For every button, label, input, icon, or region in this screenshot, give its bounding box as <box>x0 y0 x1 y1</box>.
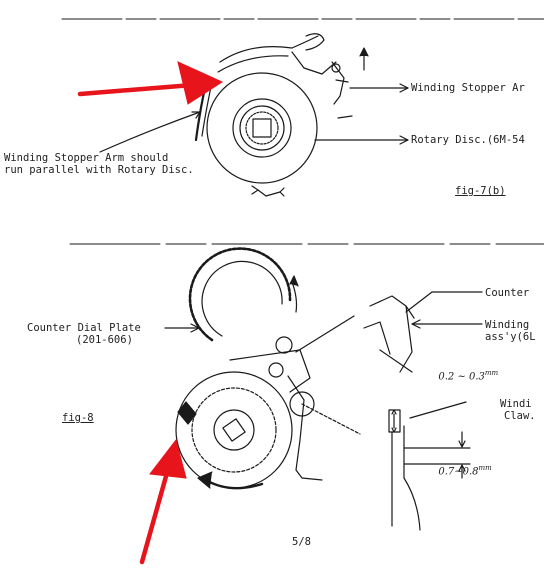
dim-upper: 0.2 ~ 0.3mm <box>438 369 499 383</box>
label-winding-assy: ass'y(6L <box>485 331 536 343</box>
note-parallel-line2: run parallel with Rotary Disc. <box>4 164 194 176</box>
red-arrow-lower <box>139 459 173 565</box>
label-counter: Counter <box>485 287 530 299</box>
red-annotation-arrows <box>77 61 224 565</box>
label-rotary-disc: Rotary Disc.(6M-54 <box>411 134 525 146</box>
page-number: 5/8 <box>292 536 311 548</box>
label-counter-dial-plate: Counter Dial Plate <box>27 322 141 334</box>
fig8-caption: fig-8 <box>62 412 94 424</box>
fig7b-caption: fig-7(b) <box>455 185 506 197</box>
note-parallel-line1: Winding Stopper Arm should <box>4 152 169 164</box>
label-winding-claw: Windi <box>500 398 532 410</box>
label-winding: Winding <box>485 319 530 331</box>
label-winding-stopper-arm: Winding Stopper Ar <box>411 82 525 94</box>
fig7b-mechanism <box>61 18 544 197</box>
label-claw: Claw. <box>504 410 536 422</box>
dim-lower-unit: mm <box>478 464 492 472</box>
dim-lower: 0.7~0.8mm <box>438 464 492 478</box>
dim-upper-unit: mm <box>484 369 499 377</box>
label-counter-dial-plate-part: (201-606) <box>76 334 133 346</box>
fig8-mechanism <box>69 243 544 531</box>
